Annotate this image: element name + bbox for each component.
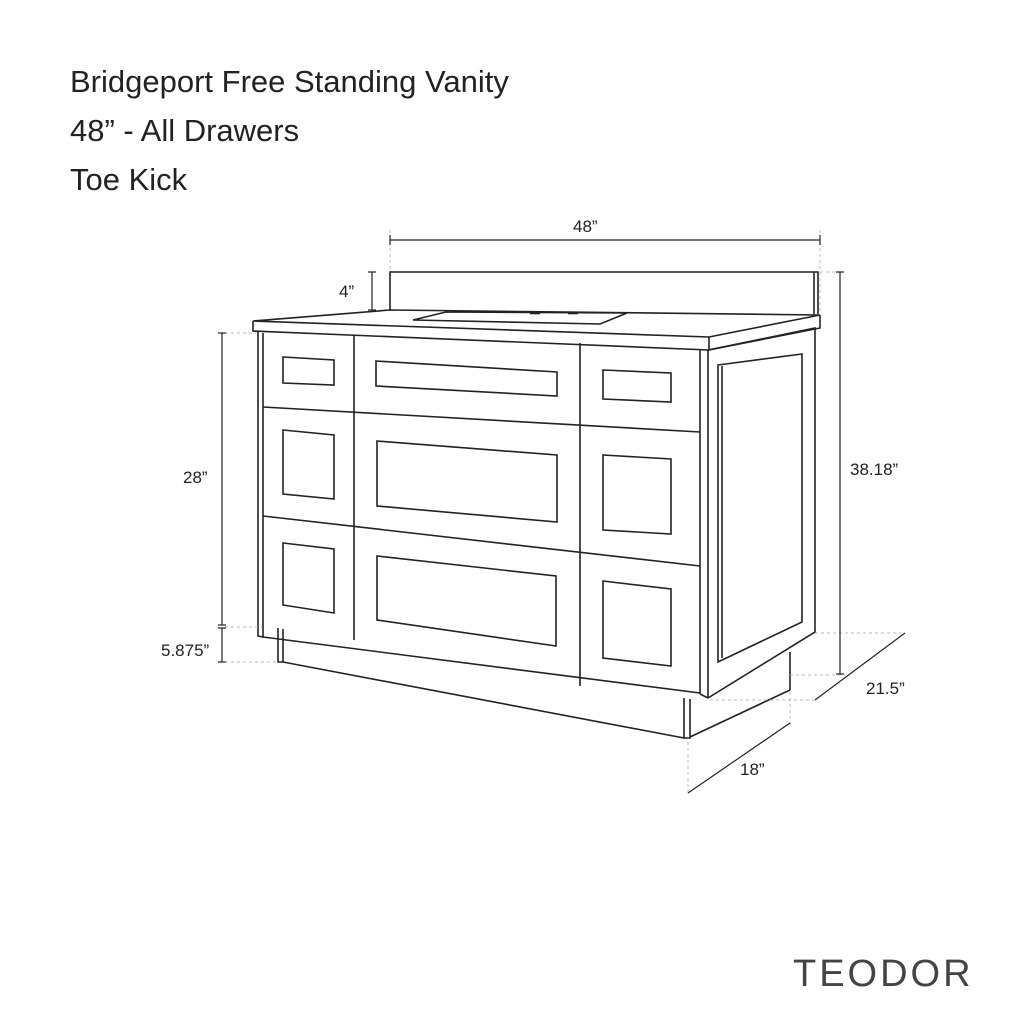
- dimension-toe-kick: 5.875”: [161, 627, 226, 663]
- backsplash: [389, 271, 819, 314]
- toe-kick: [277, 628, 791, 739]
- toe-kick-label: 5.875”: [161, 641, 210, 660]
- product-title: Bridgeport Free Standing Vanity: [70, 64, 509, 99]
- drawer-mid-center: [376, 440, 558, 523]
- dimension-top-depth: 21.5”: [814, 632, 906, 701]
- total-height-label: 38.18”: [850, 460, 899, 479]
- drawer-bottom-left: [282, 542, 335, 614]
- drawer-bottom-right: [602, 580, 672, 667]
- side-inset-panel: [717, 353, 803, 664]
- backsplash-label: 4”: [339, 282, 354, 301]
- drawer-panels: [282, 356, 672, 667]
- drawer-top-right: [602, 369, 672, 403]
- brand-logo: TEODOR: [793, 953, 974, 995]
- cabinet-side: [707, 327, 816, 699]
- cabinet-depth-label: 18”: [740, 760, 765, 779]
- cabinet-height-label: 28”: [183, 468, 208, 487]
- drawer-mid-left: [282, 429, 335, 500]
- drawer-bottom-center: [376, 555, 557, 647]
- dimension-backsplash: 4”: [339, 271, 376, 311]
- drawer-top-left: [282, 356, 335, 386]
- width-label: 48”: [573, 217, 598, 236]
- drawer-mid-right: [602, 454, 672, 535]
- dimension-cabinet-depth: 18”: [687, 722, 791, 794]
- top-depth-label: 21.5”: [866, 679, 905, 698]
- product-size: 48” - All Drawers: [70, 113, 300, 148]
- drawer-top-center: [375, 360, 558, 397]
- dimension-cabinet-height: 28”: [183, 332, 226, 626]
- cabinet-front: [257, 332, 709, 699]
- product-variant: Toe Kick: [70, 162, 188, 197]
- dimension-total-height: 38.18”: [836, 271, 899, 675]
- dimension-width: 48”: [389, 217, 821, 245]
- sink-cutout: [412, 311, 628, 325]
